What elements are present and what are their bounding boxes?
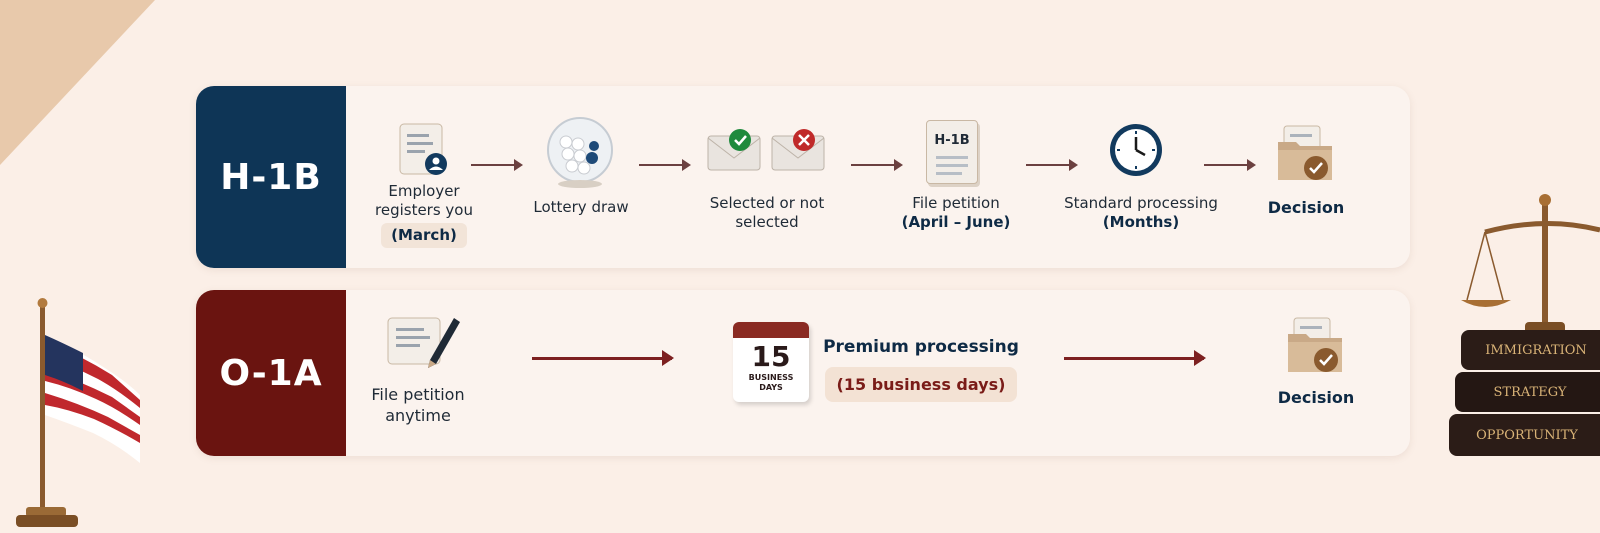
petition-pen-icon bbox=[387, 317, 460, 368]
step-text: Decision bbox=[1277, 388, 1355, 407]
step-text: Decision bbox=[1267, 198, 1345, 217]
flow-arrow bbox=[471, 159, 523, 171]
justice-scales-icon bbox=[1461, 194, 1600, 334]
step-text: File petition anytime bbox=[371, 385, 465, 425]
envelope-selected-icon bbox=[707, 129, 761, 171]
flow-arrow bbox=[1026, 159, 1078, 171]
flow-arrow bbox=[532, 350, 674, 366]
h1b-lane: H-1B Employer registers you (March) Lott… bbox=[196, 86, 1410, 268]
step-text: Standard processing bbox=[1064, 194, 1218, 212]
o1a-label: O-1A bbox=[196, 290, 346, 456]
book-title: STRATEGY bbox=[1493, 384, 1567, 400]
step-note: (15 business days) bbox=[824, 367, 1018, 402]
doc-line bbox=[936, 164, 968, 167]
o1a-step-premium-processing: Premium processing (15 business days) bbox=[821, 338, 1021, 402]
book-title: IMMIGRATION bbox=[1485, 342, 1587, 358]
decision-folder-icon bbox=[1288, 317, 1342, 372]
step-text: Employer registers you bbox=[375, 182, 473, 219]
petition-doc-label: H-1B bbox=[934, 133, 970, 148]
book: IMMIGRATION bbox=[1461, 330, 1600, 370]
step-note: (Months) bbox=[1102, 213, 1180, 231]
book-title: OPPORTUNITY bbox=[1476, 427, 1578, 443]
doc-line bbox=[936, 156, 968, 159]
flow-arrow bbox=[1064, 350, 1206, 366]
decision-folder-icon bbox=[1278, 125, 1332, 180]
corner-accent bbox=[0, 0, 155, 165]
step-note: (April – June) bbox=[901, 213, 1011, 231]
step-text: Lottery draw bbox=[533, 198, 629, 216]
o1a-step-decision: Decision bbox=[1266, 388, 1366, 407]
calendar-icon: 15 BUSINESS DAYS bbox=[733, 322, 809, 402]
h1b-petition-document-icon: H-1B bbox=[926, 120, 978, 184]
clock-icon bbox=[1110, 124, 1162, 176]
calendar-caption: BUSINESS DAYS bbox=[748, 373, 794, 392]
h1b-step-lottery-draw: Lottery draw bbox=[526, 198, 636, 217]
doc-line bbox=[936, 172, 962, 175]
step-text: File petition bbox=[912, 194, 1000, 212]
book: OPPORTUNITY bbox=[1449, 414, 1600, 456]
step-text: Selected or not selected bbox=[709, 194, 825, 231]
calendar-header bbox=[733, 322, 809, 338]
flow-arrow bbox=[639, 159, 691, 171]
calendar-day-number: 15 bbox=[751, 340, 791, 373]
h1b-step-selected: Selected or not selected bbox=[702, 194, 832, 232]
o1a-step-file-petition: File petition anytime bbox=[358, 384, 478, 426]
h1b-step-standard-processing: Standard processing (Months) bbox=[1056, 194, 1226, 232]
h1b-step-file-petition: File petition (April – June) bbox=[891, 194, 1021, 232]
o1a-lane: O-1A File petition anytime 15 BUSINESS D… bbox=[196, 290, 1410, 456]
h1b-label: H-1B bbox=[196, 86, 346, 268]
step-note: (March) bbox=[381, 223, 467, 248]
book-stack: IMMIGRATION STRATEGY OPPORTUNITY bbox=[1449, 330, 1600, 460]
h1b-step-employer-registers: Employer registers you (March) bbox=[364, 182, 484, 248]
h1b-step-decision: Decision bbox=[1256, 198, 1356, 217]
registration-form-icon bbox=[399, 123, 447, 175]
flow-arrow bbox=[1204, 159, 1256, 171]
book: STRATEGY bbox=[1455, 372, 1600, 412]
us-flag-icon bbox=[16, 298, 140, 527]
envelope-rejected-icon bbox=[771, 129, 825, 171]
flow-arrow bbox=[851, 159, 903, 171]
lottery-drum-icon bbox=[547, 117, 613, 188]
step-text: Premium processing bbox=[823, 337, 1019, 357]
